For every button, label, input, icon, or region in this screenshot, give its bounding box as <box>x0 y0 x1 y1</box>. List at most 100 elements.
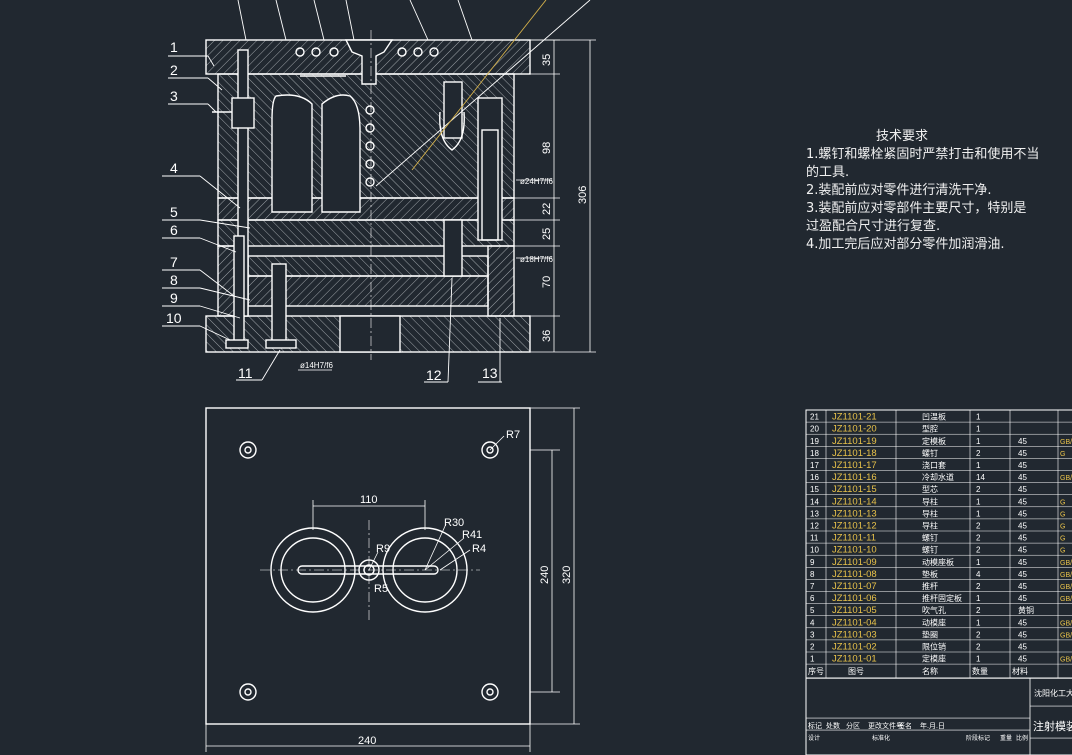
bom-row-qty: 1 <box>976 509 981 518</box>
bom-row-name: 吹气孔 <box>922 605 946 615</box>
bom-row-standard: G <box>1060 548 1065 555</box>
bom-row-code: JZ1101-12 <box>832 521 877 532</box>
bom-row-qty: 2 <box>976 643 981 652</box>
callout-2: 2 <box>170 62 178 78</box>
callout-labels: 1 2 3 4 5 6 7 8 9 10 11 12 13 <box>166 39 498 383</box>
bom-row-standard: GB/ <box>1060 439 1072 446</box>
bom-row-standard: G <box>1060 536 1065 543</box>
bom-row-no: 3 <box>810 630 815 639</box>
dim-r5: R5 <box>374 583 388 595</box>
bom-row-code: JZ1101-16 <box>832 472 877 483</box>
bom-row-name: 导柱 <box>922 508 938 518</box>
bom-row-code: JZ1101-10 <box>832 545 877 556</box>
dim-306: 306 <box>577 186 589 204</box>
bom-row-no: 6 <box>810 594 815 603</box>
bom-row-qty: 1 <box>976 497 981 506</box>
dim-35: 35 <box>541 54 553 66</box>
callout-7: 7 <box>170 254 178 270</box>
callout-6: 6 <box>170 222 178 238</box>
technical-requirements: 技术要求 1.螺钉和螺栓紧固时严禁打击和使用不当 的工具. 2.装配前应对零件进… <box>806 128 1072 254</box>
bom-row-code: JZ1101-05 <box>832 605 877 616</box>
callout-9: 9 <box>170 290 178 306</box>
bom-row-code: JZ1101-20 <box>832 424 877 435</box>
school-name: 沈阳化工大学 <box>1034 688 1072 698</box>
bom-row-material: 45 <box>1018 558 1027 567</box>
dim-240-horizontal: 240 <box>358 735 376 747</box>
title-block-label: 处数 <box>826 721 840 730</box>
bom-row-standard: GB/ <box>1060 657 1072 664</box>
title-block-label: 设计 <box>808 734 820 742</box>
bom-row-code: JZ1101-04 <box>832 617 877 628</box>
bom-header-name: 名称 <box>922 666 938 676</box>
bom-row-material: 45 <box>1018 461 1027 470</box>
bom-row-no: 10 <box>810 546 819 555</box>
bom-row-qty: 2 <box>976 534 981 543</box>
bom-row-no: 11 <box>810 534 819 543</box>
mold-section-view <box>205 30 531 360</box>
title-block-label: 更改文件号 <box>868 721 903 730</box>
callout-leaders <box>162 0 591 383</box>
bom-row-material: 45 <box>1018 522 1027 531</box>
bom-row-name: 螺钉 <box>922 545 938 555</box>
title-block-label: 标准化 <box>872 734 890 742</box>
dim-98: 98 <box>541 142 553 154</box>
requirements-title: 技术要求 <box>876 129 929 144</box>
bom-row-name: 导柱 <box>922 521 938 531</box>
bom-row-no: 16 <box>810 473 819 482</box>
bom-row-material: 45 <box>1018 534 1027 543</box>
bom-row-name: 冷却水道 <box>922 472 954 482</box>
requirement-line: 3.装配前应对零部件主要尺寸，特别是 <box>806 201 1027 216</box>
bom-row-name: 定模座 <box>922 654 946 664</box>
requirement-line: 4.加工完后应对部分零件加润滑油. <box>806 237 1005 252</box>
bom-row-no: 2 <box>810 643 815 652</box>
bom-row-material: 45 <box>1018 582 1027 591</box>
title-block-frame <box>805 677 1072 755</box>
bom-row-name: 型芯 <box>922 484 938 494</box>
bom-row-name: 垫板 <box>922 569 938 579</box>
bom-row-no: 5 <box>810 606 815 615</box>
bom-row-code: JZ1101-02 <box>832 642 877 653</box>
bom-row-standard: GB/ <box>1060 475 1072 482</box>
bom-row-no: 17 <box>810 461 819 470</box>
bom-row-no: 15 <box>810 485 819 494</box>
bom-row-code: JZ1101-15 <box>832 484 877 495</box>
bom-row-no: 21 <box>810 413 819 422</box>
bom-row-code: JZ1101-11 <box>832 533 876 544</box>
bom-row-qty: 2 <box>976 522 981 531</box>
bom-row-code: JZ1101-06 <box>832 593 877 604</box>
bom-row-qty: 1 <box>976 594 981 603</box>
bom-row-code: JZ1101-13 <box>832 508 877 519</box>
dim-r30: R30 <box>444 517 464 529</box>
bom-row-no: 12 <box>810 522 819 531</box>
plan-dimensions <box>205 407 580 752</box>
title-block-label: 签名 <box>898 721 912 730</box>
bom-row-name: 限位销 <box>922 642 946 652</box>
bom-row-standard: G <box>1060 499 1065 506</box>
bom-row-code: JZ1101-08 <box>832 569 877 580</box>
bom-row-no: 20 <box>810 425 819 434</box>
bom-row-standard: G <box>1060 524 1065 531</box>
bom-row-qty: 2 <box>976 630 981 639</box>
drawing-title: 注射模装 <box>1033 719 1072 733</box>
bom-row-standard: GB/ <box>1060 620 1072 627</box>
bom-row-material: 45 <box>1018 485 1027 494</box>
dim-36: 36 <box>541 330 553 342</box>
requirement-line: 1.螺钉和螺栓紧固时严禁打击和使用不当 <box>806 147 1040 162</box>
bom-row-standard: GB/ <box>1060 572 1072 579</box>
title-block-label: 分区 <box>846 721 860 730</box>
bom-row-name: 浇口套 <box>922 460 946 470</box>
title-block-label: 标记 <box>808 721 822 730</box>
bom-row-no: 13 <box>810 509 819 518</box>
bom-row-qty: 2 <box>976 485 981 494</box>
bom-row-code: JZ1101-09 <box>832 557 877 568</box>
bom-row-material: 45 <box>1018 594 1027 603</box>
bom-row-name: 动模座板 <box>922 557 954 567</box>
bom-row-code: JZ1101-03 <box>832 629 877 640</box>
bom-row-name: 螺钉 <box>922 448 938 458</box>
bom-row-no: 7 <box>810 582 815 591</box>
dim-phi14: ø14H7/f6 <box>300 361 333 370</box>
dim-phi24: ø24H7/f6 <box>520 177 553 186</box>
title-block-label: 比例 <box>1016 734 1028 742</box>
plan-dimension-text: R7 110 R30 R41 R4 R9 R5 240 320 240 <box>358 429 573 747</box>
bom-row-code: JZ1101-14 <box>832 496 877 507</box>
